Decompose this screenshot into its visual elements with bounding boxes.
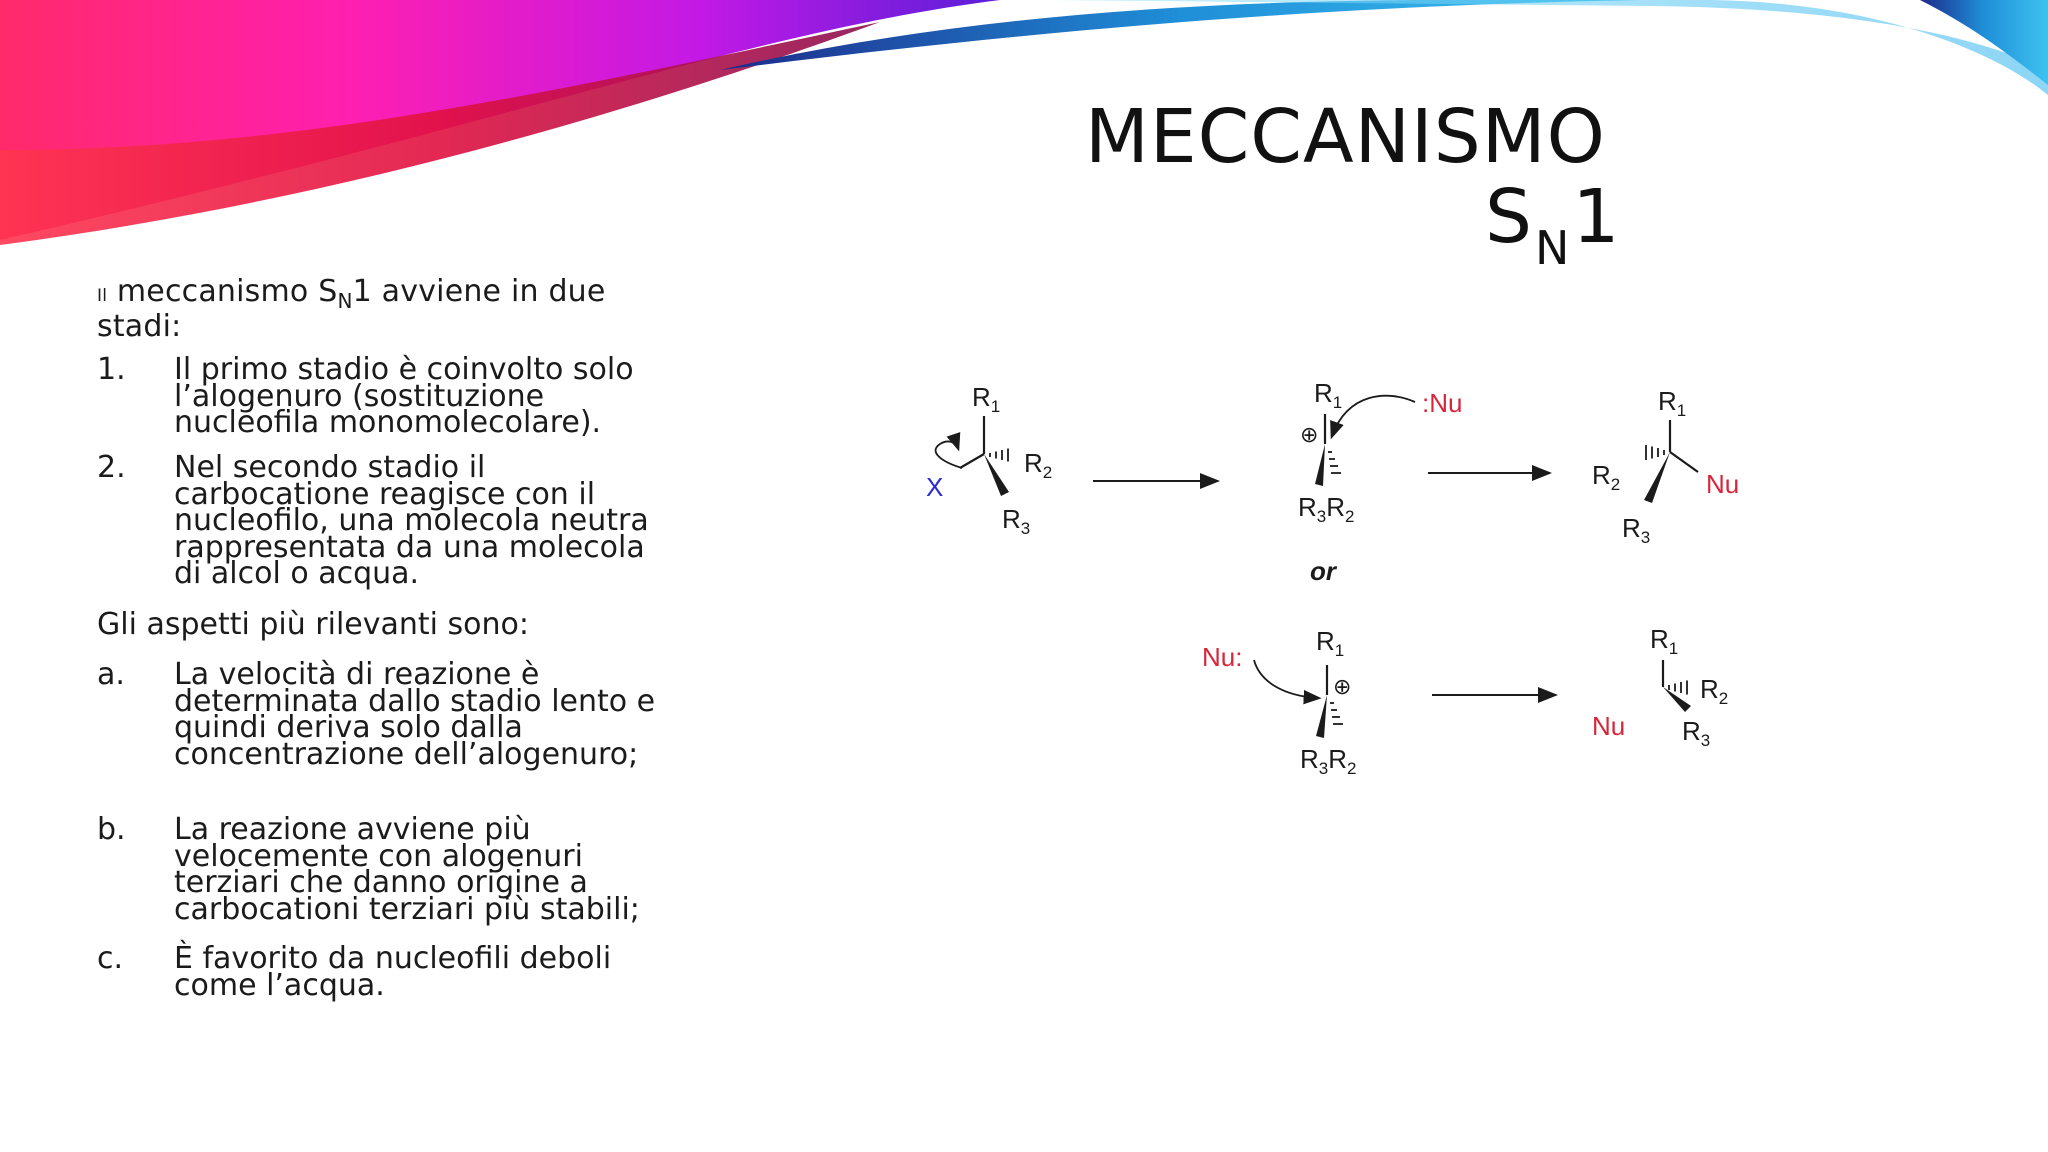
title-subscript-n: N bbox=[1534, 221, 1571, 275]
aspect-text: La reazione avviene più velocemente con … bbox=[174, 812, 640, 927]
svg-text:R1: R1 bbox=[1650, 624, 1678, 658]
label-r1: R1 bbox=[972, 382, 1000, 416]
label-nu-top: :Nu bbox=[1422, 388, 1462, 418]
aspect-marker: b. bbox=[97, 812, 126, 847]
leaving-curved-arrow bbox=[934, 432, 963, 469]
aspects-heading: Gli aspetti più rilevanti sono: bbox=[97, 607, 529, 642]
slide-title: MECCANISMO bbox=[1085, 94, 1606, 180]
svg-text:R1: R1 bbox=[1316, 626, 1344, 660]
hash-bond-r2 bbox=[989, 448, 1009, 462]
svg-text:R1: R1 bbox=[1658, 386, 1686, 420]
step-item-1: 1. Il primo stadio è coinvolto solo l’al… bbox=[97, 352, 677, 440]
svg-text:⊕: ⊕ bbox=[1333, 674, 1351, 699]
step-marker: 1. bbox=[97, 352, 126, 387]
carbocation-top: ⊕ :Nu R1 R3R2 bbox=[1298, 378, 1462, 526]
svg-text:R1: R1 bbox=[1314, 378, 1342, 412]
label-nu-product-2: Nu bbox=[1592, 711, 1625, 741]
cation-symbol: ⊕ bbox=[1300, 422, 1318, 447]
step-text: Il primo stadio è coinvolto solo l’aloge… bbox=[174, 352, 634, 440]
label-nu-bottom: Nu: bbox=[1202, 642, 1242, 672]
svg-text:R2: R2 bbox=[1700, 674, 1728, 708]
substrate-molecule: X R1 R2 R3 bbox=[926, 382, 1052, 538]
slide-title-sn1: SN1 bbox=[1485, 172, 1621, 293]
aspect-marker: a. bbox=[97, 657, 125, 692]
sn1-reaction-scheme: X R1 R2 R3 ⊕ :Nu R1 R3R2 R1 R2 bbox=[926, 378, 1739, 778]
label-r3: R3 bbox=[1002, 504, 1030, 538]
svg-text:R3: R3 bbox=[1622, 513, 1650, 547]
label-nu-product-1: Nu bbox=[1706, 469, 1739, 499]
aspect-text: La velocità di reazione è determinata da… bbox=[174, 657, 656, 772]
step-marker: 2. bbox=[97, 450, 126, 485]
label-x: X bbox=[926, 472, 943, 502]
product-inversion: R1 R2 R3 Nu bbox=[1592, 624, 1728, 750]
nucleophile-attack-arrow-bottom bbox=[1253, 659, 1322, 705]
step-text: Nel secondo stadio il carbocatione reagi… bbox=[174, 450, 649, 591]
label-r2: R2 bbox=[1024, 448, 1052, 482]
aspect-item-a: a. La velocità di reazione è determinata… bbox=[97, 657, 677, 797]
bond-x bbox=[959, 453, 985, 469]
aspect-item-b: b. La reazione avviene più velocemente c… bbox=[97, 812, 677, 927]
wedge-bond-r3 bbox=[984, 454, 1009, 496]
intro-text-after: 1 avviene in due stadi: bbox=[97, 274, 606, 344]
step-item-2: 2. Nel secondo stadio il carbocatione re… bbox=[97, 450, 677, 591]
svg-text:R3R2: R3R2 bbox=[1298, 492, 1355, 526]
svg-text:R2: R2 bbox=[1592, 460, 1620, 494]
aspect-item-c: c. È favorito da nucleofili deboli come … bbox=[97, 941, 677, 1006]
title-s: S bbox=[1485, 174, 1533, 260]
intro-text-before: meccanismo S bbox=[107, 274, 338, 309]
or-label: or bbox=[1310, 556, 1338, 586]
aspect-text: È favorito da nucleofili deboli come l’a… bbox=[174, 941, 612, 1003]
svg-text:R3: R3 bbox=[1682, 716, 1710, 750]
aspect-marker: c. bbox=[97, 941, 124, 976]
product-retention: R1 R2 R3 Nu bbox=[1592, 386, 1739, 547]
carbocation-bottom: ⊕ Nu: R1 R3R2 bbox=[1202, 626, 1357, 778]
nucleophile-attack-arrow bbox=[1330, 394, 1416, 440]
intro-subscript: N bbox=[337, 289, 353, 313]
title-number: 1 bbox=[1572, 174, 1621, 260]
intro-prefix: Il bbox=[97, 286, 108, 306]
intro-paragraph: Il meccanismo SN1 avviene in due stadi: bbox=[97, 277, 657, 342]
svg-text:R3R2: R3R2 bbox=[1300, 744, 1357, 778]
